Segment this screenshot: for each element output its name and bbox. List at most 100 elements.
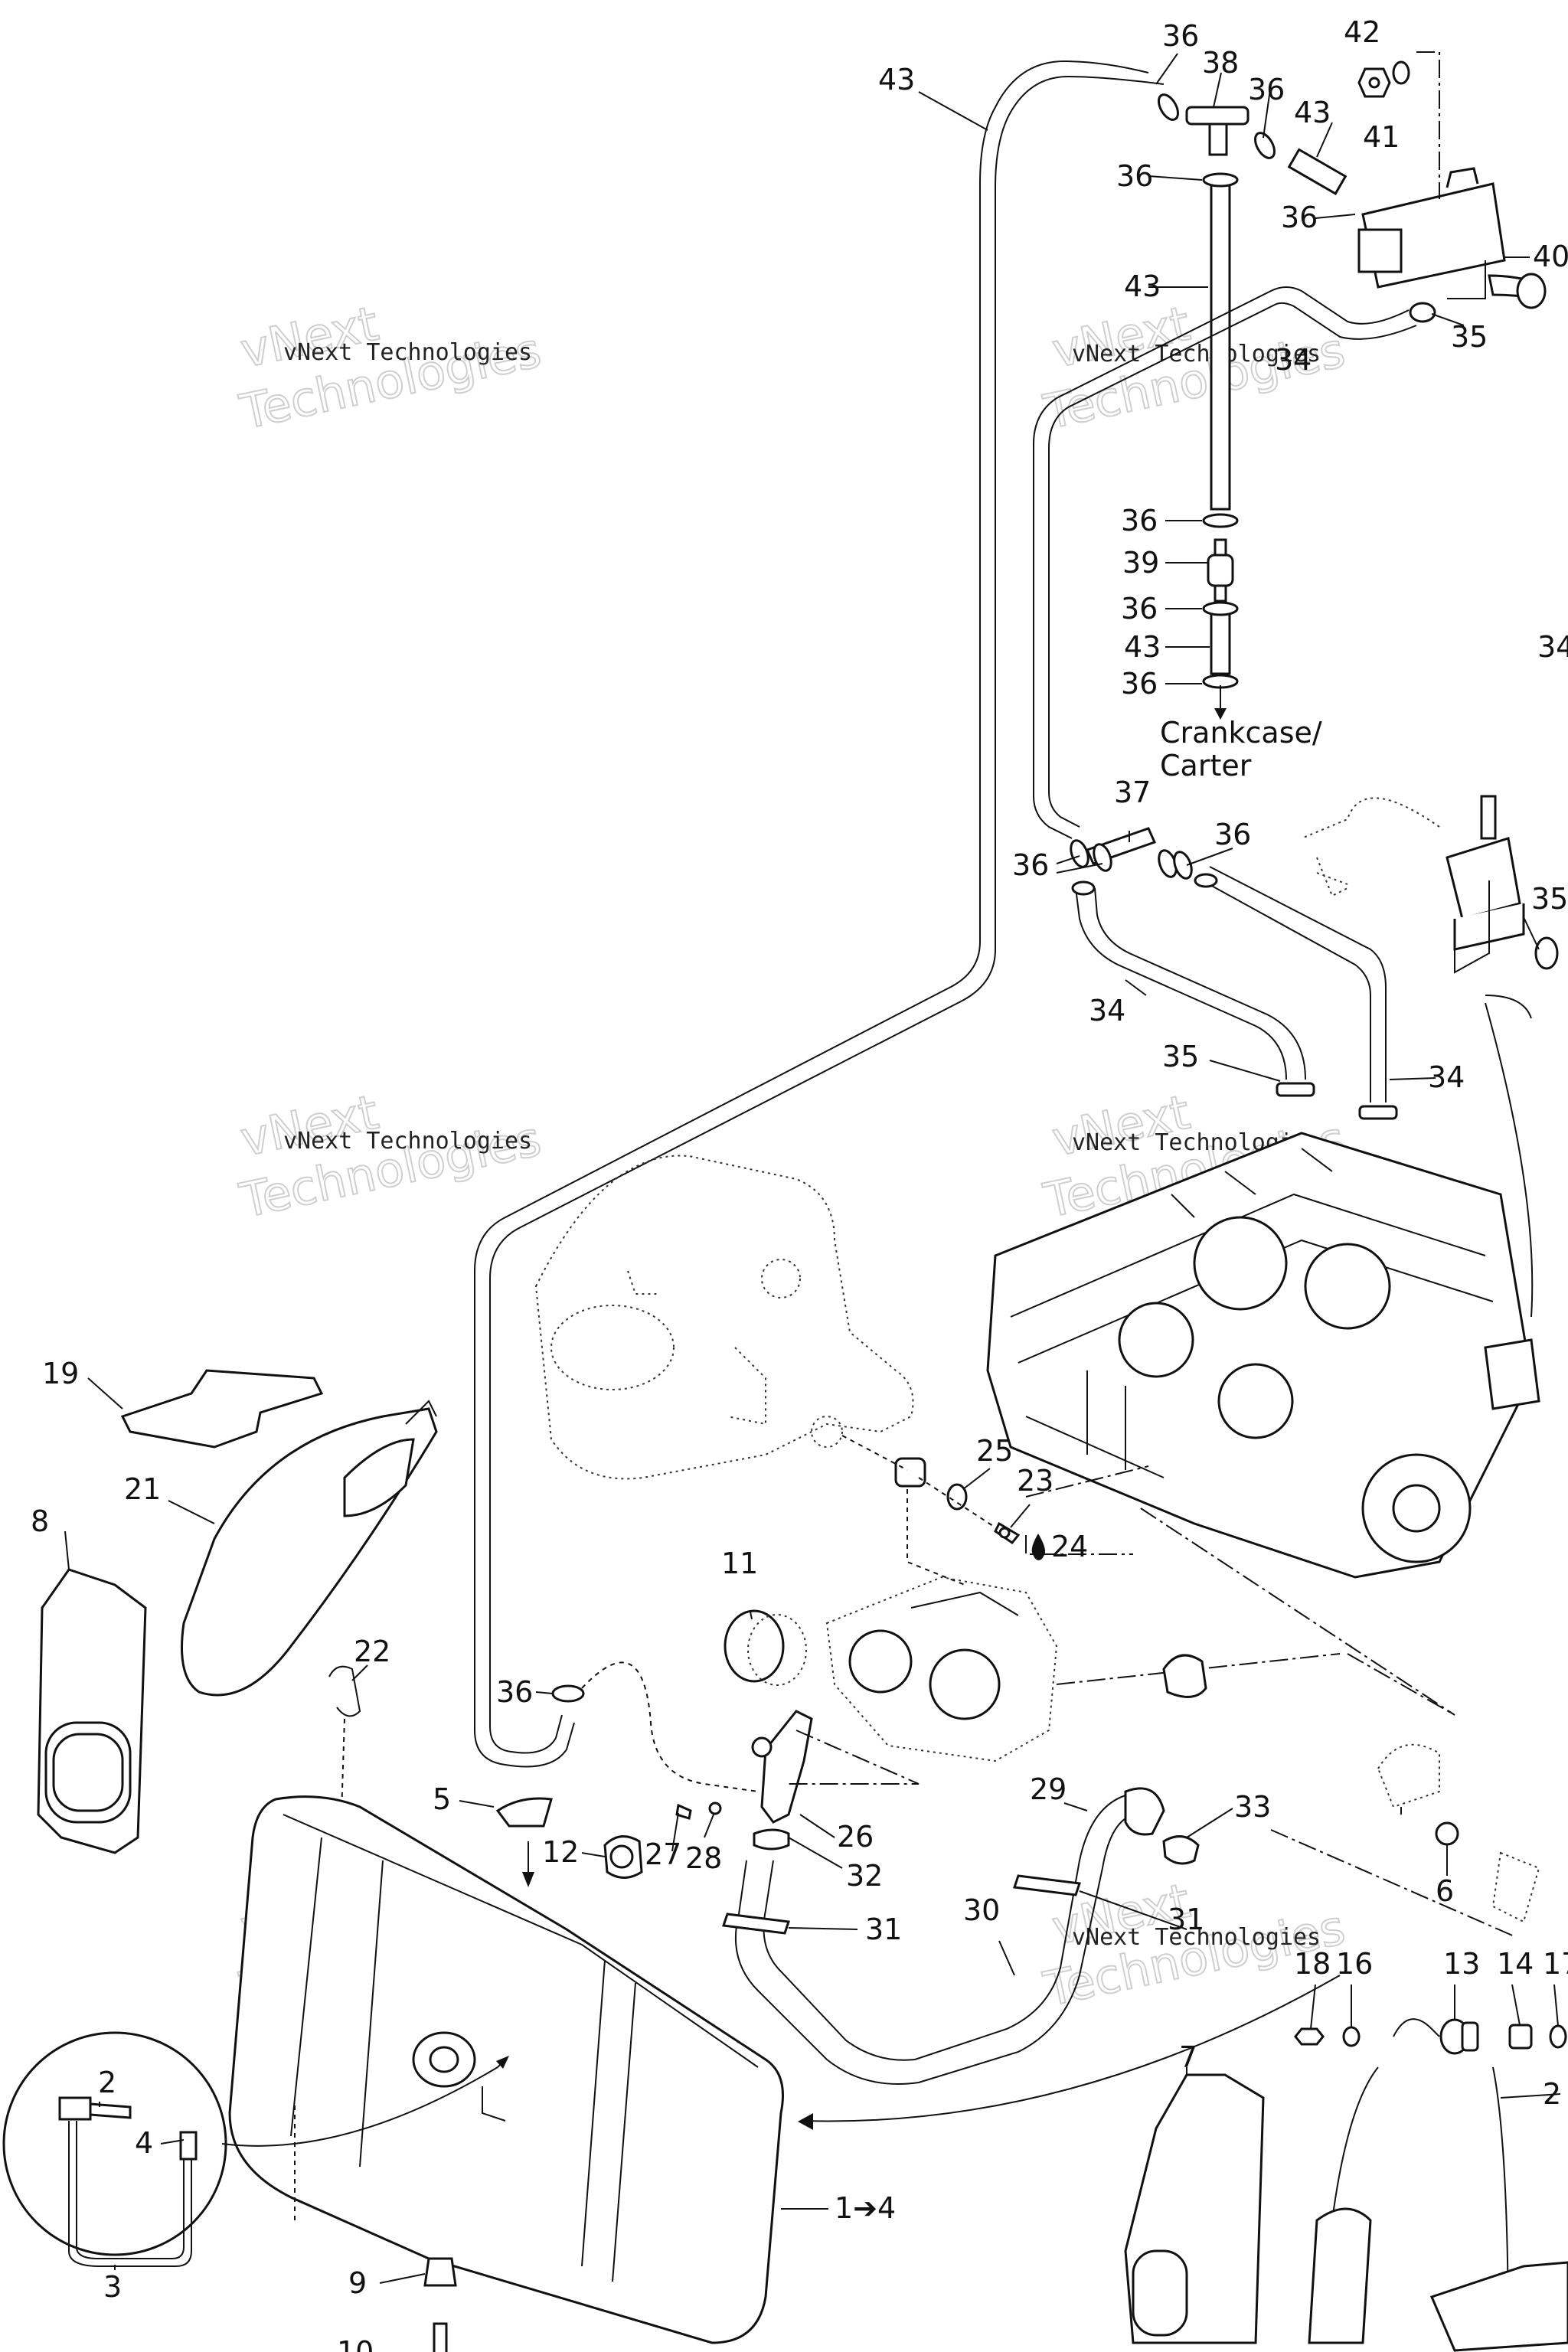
- leader-lines: [64, 53, 1561, 2284]
- return-arrow: [803, 1975, 1341, 2122]
- callout-23: 23: [1017, 1464, 1054, 1498]
- callout-43: 43: [1124, 630, 1161, 664]
- exhaust-dotted: [534, 1155, 914, 1480]
- callout-41: 41: [1363, 120, 1400, 154]
- clamp-32: [753, 1828, 790, 1851]
- callout-35: 35: [1531, 882, 1568, 916]
- callout-13: 13: [1443, 1947, 1480, 1981]
- callout-31: 31: [1168, 1903, 1204, 1936]
- t-fitting-38: [1158, 93, 1276, 159]
- callout-31: 31: [865, 1913, 902, 1946]
- vent-hose-43-long: [474, 60, 1165, 1768]
- clamp-35: [1409, 302, 1436, 323]
- callout-36: 36: [1214, 818, 1251, 851]
- watermark-top-left: vNext Technologies vNext Technologies: [234, 295, 547, 441]
- callout-1-to-4: 1➔4: [835, 2191, 896, 2225]
- cover-21: [181, 1400, 438, 1697]
- callout-36: 36: [1281, 201, 1318, 234]
- clamp-31: [1012, 1874, 1082, 1896]
- callout-14: 14: [1497, 1947, 1534, 1981]
- callout-43: 43: [1124, 270, 1161, 303]
- watermark-mid-left: vNext Technologies vNext Technologies: [234, 1083, 547, 1230]
- clip-5: [495, 1797, 553, 1887]
- pad-19: [120, 1369, 324, 1449]
- clip-22: [328, 1665, 361, 1838]
- vent-hose-43-vertical: [1210, 148, 1348, 675]
- callout-33: 33: [1234, 1790, 1271, 1824]
- callout-27: 27: [645, 1838, 681, 1871]
- callout-2: 2: [1543, 2077, 1561, 2111]
- callout-35: 35: [1451, 320, 1488, 354]
- clamp-31: [721, 1913, 791, 1935]
- callout-8: 8: [31, 1504, 49, 1538]
- callout-22: 22: [354, 1635, 390, 1668]
- callout-7: 7: [1179, 2040, 1197, 2074]
- callout-10: 10: [337, 2335, 374, 2352]
- callout-29: 29: [1030, 1772, 1067, 1806]
- clamps-vertical: [1202, 172, 1239, 689]
- callout-37: 37: [1114, 776, 1151, 809]
- watermark-small-text: vNext Technologies: [1072, 341, 1321, 368]
- crankcase-label: Carter: [1160, 749, 1252, 782]
- vent-line: [1485, 1002, 1534, 1318]
- callout-40: 40: [1533, 240, 1568, 273]
- hose-segment: [1287, 148, 1348, 195]
- fitting-37: [1070, 827, 1193, 880]
- callout-24: 24: [1051, 1530, 1088, 1563]
- hose-segment: [1210, 178, 1231, 511]
- engine-assembly: [986, 1132, 1540, 1579]
- clamp-36: [1202, 172, 1239, 188]
- callout-12: 12: [542, 1835, 579, 1869]
- callout-34: 34: [1428, 1060, 1465, 1094]
- hose-34-upper: [1033, 286, 1436, 839]
- callout-26: 26: [837, 1820, 874, 1854]
- callout-21: 21: [124, 1472, 161, 1506]
- callouts: 36 38 36 42 41 43 43 36 36 40 43 35 34 3…: [31, 15, 1568, 2352]
- callout-35: 35: [1162, 1040, 1199, 1073]
- callout-43: 43: [878, 63, 915, 96]
- callout-34: 34: [1089, 994, 1125, 1027]
- callout-36: 36: [1116, 159, 1153, 193]
- hardware-27-28: [675, 1802, 722, 1820]
- callout-28: 28: [685, 1841, 722, 1875]
- callout-11: 11: [721, 1547, 758, 1580]
- mount-hardware-23-25: [841, 1435, 1149, 1586]
- fuel-tank: [228, 1795, 784, 2344]
- callout-36: 36: [1248, 73, 1285, 106]
- callout-6: 6: [1436, 1874, 1454, 1908]
- callout-36: 36: [1121, 504, 1158, 537]
- crankcase-arrow: [1214, 685, 1227, 720]
- clamp-36: [1202, 601, 1239, 616]
- throttle-body: [724, 1576, 1341, 1762]
- solenoid-valve-40: [1357, 167, 1547, 309]
- callout-18: 18: [1294, 1947, 1331, 1981]
- detail-inset: [2, 2031, 509, 2267]
- clamp-35: [1358, 1105, 1398, 1120]
- callout-42: 42: [1344, 15, 1380, 49]
- callout-36: 36: [496, 1675, 533, 1709]
- callout-16: 16: [1336, 1947, 1373, 1981]
- callout-4: 4: [135, 2126, 153, 2160]
- watermark-small-text: vNext Technologies: [283, 1128, 532, 1155]
- grommet-12: [603, 1835, 643, 1879]
- callout-30: 30: [963, 1893, 1000, 1927]
- callout-19: 19: [42, 1357, 79, 1390]
- callout-32: 32: [846, 1859, 883, 1893]
- check-valve-39: [1207, 538, 1234, 603]
- crankcase-label: Crankcase/: [1160, 716, 1322, 750]
- hose-segment: [1210, 611, 1231, 675]
- callout-5: 5: [433, 1782, 451, 1816]
- callout-36: 36: [1162, 19, 1199, 53]
- callout-17: 17: [1543, 1947, 1568, 1981]
- cover-7: [1124, 2073, 1265, 2344]
- mount-hardware-13-18: [1294, 2018, 1567, 2055]
- fuel-hose-30: [721, 1787, 1200, 2085]
- oil-drop-icon: [1031, 1534, 1046, 1560]
- callout-34: 34: [1537, 630, 1568, 664]
- clamp-36: [1202, 513, 1239, 528]
- hose-34-lower: [1071, 866, 1398, 1120]
- fitting-26: [751, 1710, 920, 1824]
- callout-9: 9: [348, 2266, 367, 2300]
- callout-39: 39: [1122, 546, 1159, 580]
